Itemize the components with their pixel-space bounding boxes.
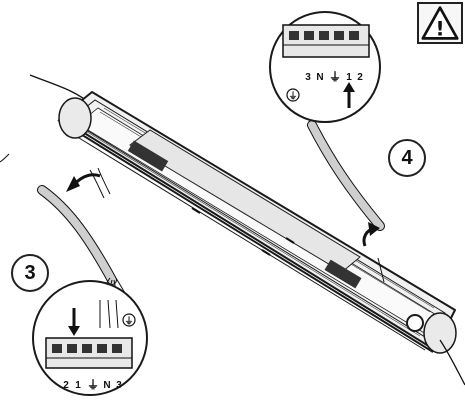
earth-icon-top: ⏚	[329, 70, 341, 84]
terminal-top-label-4: 2	[357, 72, 363, 83]
terminal-bottom-label-4: 3	[116, 380, 122, 391]
earth-marker-top-icon: ⏚	[288, 91, 297, 102]
detail-circle-bottom: 2 1 ⏚ N 3 ⏚	[32, 280, 148, 396]
warning-triangle-icon: !	[421, 6, 459, 41]
warning-exclamation: !	[435, 18, 444, 41]
terminal-bottom-label-1: 2	[63, 380, 69, 391]
earth-icon-bottom: ⏚	[87, 378, 99, 392]
warning-sign: !	[417, 2, 463, 44]
cable-4	[308, 121, 384, 230]
earth-marker-top	[286, 88, 300, 102]
terminal-top-label-2: N	[316, 72, 323, 83]
inner-wires-right	[377, 257, 385, 283]
edge-stroke	[0, 153, 10, 163]
terminal-bottom-label-3: N	[103, 380, 110, 391]
terminal-block-top	[282, 24, 370, 58]
terminal-top-label-1: 3	[305, 72, 311, 83]
detail-circle-top: 3 N ⏚ 1 2 ⏚	[269, 11, 381, 123]
terminal-bottom-label-2: 1	[75, 380, 81, 391]
exit-cable	[439, 339, 465, 386]
earth-marker-bottom	[122, 313, 136, 327]
cable-3	[38, 186, 116, 284]
terminal-top-label-3: 1	[346, 72, 352, 83]
earth-marker-bottom-icon: ⏚	[124, 316, 133, 327]
step-3-badge: 3	[11, 254, 49, 292]
step-4-badge: 4	[388, 139, 426, 177]
luminaire-body	[57, 91, 457, 354]
inner-wires-left	[89, 169, 105, 199]
